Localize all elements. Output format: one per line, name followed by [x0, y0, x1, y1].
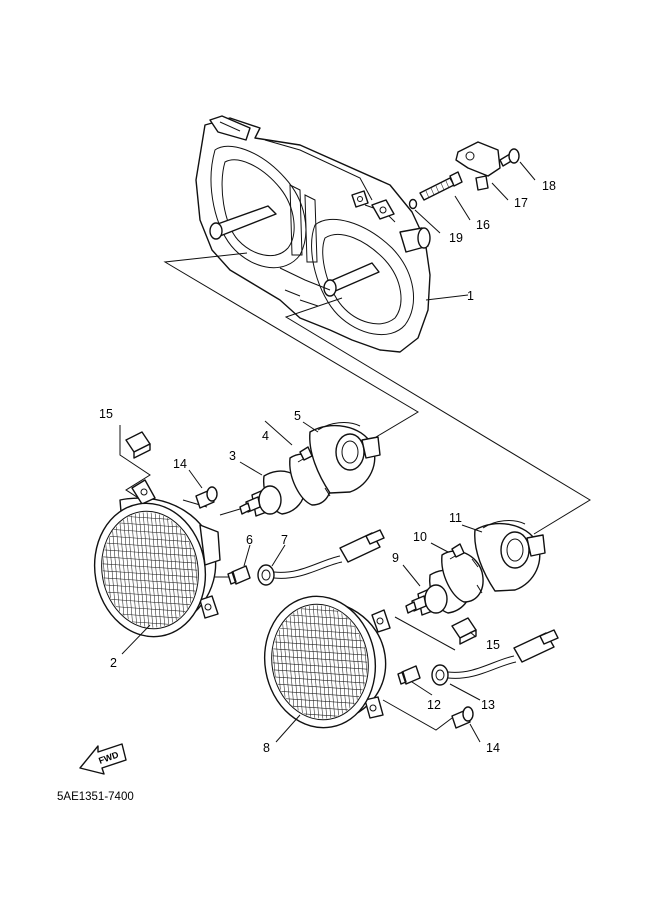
adjuster-hardware — [408, 141, 536, 234]
bulb-cover-left — [309, 422, 381, 494]
callout-15-right: 15 — [486, 638, 500, 652]
callout-6: 6 — [246, 533, 253, 547]
callout-19: 19 — [449, 231, 463, 245]
adjuster-screw — [499, 148, 520, 167]
position-bulb-right — [397, 665, 421, 685]
headlight-right — [263, 595, 391, 729]
callout-16: 16 — [476, 218, 490, 232]
callout-5: 5 — [294, 409, 301, 423]
callout-14-right: 14 — [486, 741, 500, 755]
callout-leaders — [121, 420, 483, 743]
adjuster-bracket — [455, 141, 501, 177]
clip-right — [451, 617, 477, 645]
callout-14-left: 14 — [173, 457, 187, 471]
grommet-left — [195, 486, 218, 509]
clip-left — [125, 431, 151, 459]
callout-4: 4 — [262, 429, 269, 443]
headlight-left — [93, 479, 221, 638]
position-bulb-left — [227, 565, 251, 585]
callout-18: 18 — [542, 179, 556, 193]
grommet-right — [451, 706, 474, 729]
socket-cord-left — [257, 529, 385, 586]
headlight-housing — [195, 115, 431, 353]
socket-cord-right — [431, 629, 559, 686]
callout-7: 7 — [281, 533, 288, 547]
callout-10: 10 — [413, 530, 427, 544]
callout-8: 8 — [263, 741, 270, 755]
callout-11: 11 — [449, 511, 462, 525]
callout-13: 13 — [481, 698, 495, 712]
o-ring-washer — [408, 198, 418, 210]
bulb-left — [239, 470, 305, 517]
fwd-arrow-icon: FWD — [79, 743, 127, 775]
bulb-cover-right — [474, 520, 546, 592]
adjuster-bolt — [419, 171, 463, 201]
callout-15-left: 15 — [99, 407, 113, 421]
diagram-code: 5AE1351-7400 — [57, 791, 134, 803]
callout-numbers: 1 2 3 4 5 6 7 8 9 10 11 12 13 14 14 15 1… — [99, 179, 556, 755]
callout-17: 17 — [514, 196, 528, 210]
bulb-retainer-right — [441, 543, 484, 603]
callout-1: 1 — [467, 289, 474, 303]
callout-9: 9 — [392, 551, 399, 565]
callout-2: 2 — [110, 656, 117, 670]
callout-3: 3 — [229, 449, 236, 463]
callout-12: 12 — [427, 698, 441, 712]
